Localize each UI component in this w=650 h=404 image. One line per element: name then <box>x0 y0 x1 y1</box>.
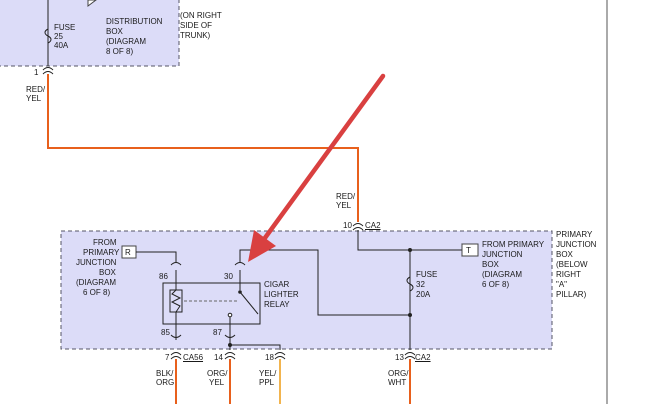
left-source-tag-label: R <box>125 248 131 257</box>
left-source-line-2: PRIMARY <box>83 248 120 257</box>
pin-18-connector <box>274 352 286 356</box>
right-source-line-4: (DIAGRAM <box>482 270 522 279</box>
fuse-32-label: FUSE <box>416 270 438 279</box>
distribution-box <box>0 0 180 67</box>
fuse-25-number: 25 <box>54 32 63 41</box>
left-source-line-5: (DIAGRAM <box>76 278 116 287</box>
ca2-input-connector-label: CA2 <box>365 221 381 230</box>
right-source-line-1: FROM PRIMARY <box>482 240 545 249</box>
side-label-line-6: "A" <box>556 280 568 289</box>
red-yel-wire <box>47 74 359 222</box>
right-source-line-3: BOX <box>482 260 499 269</box>
pin-14-connector-lower <box>224 356 236 360</box>
pin-10-connector <box>352 223 364 227</box>
output-13-wire-line-2: WHT <box>388 378 407 387</box>
fuse-25-amp: 40A <box>54 41 69 50</box>
side-label-line-5: RIGHT <box>556 270 581 279</box>
side-label-line-1: PRIMARY <box>556 230 593 239</box>
relay-pin-30: 30 <box>224 272 233 281</box>
pin-7-connector-lower <box>170 356 182 360</box>
pin-10-label: 10 <box>343 221 352 230</box>
relay-87-junction-dot <box>228 343 232 347</box>
output-7-wire-line-2: ORG <box>156 378 175 387</box>
pin-10-bus <box>357 230 474 251</box>
trunk-line-1: (ON RIGHT <box>180 11 222 20</box>
distribution-box-line-2: BOX <box>106 27 123 36</box>
side-label-line-7: PILLAR) <box>556 290 587 299</box>
relay-87-connector <box>224 334 236 338</box>
trunk-line-2: SIDE OF <box>180 21 213 30</box>
fuse-32-number: 32 <box>416 280 425 289</box>
annotation-arrow-head <box>248 230 276 262</box>
fuse-32-junction-dot <box>408 248 412 252</box>
output-pin-7: 7 <box>165 353 170 362</box>
fuse-32-amp: 20A <box>416 290 431 299</box>
relay-86-connector <box>170 262 182 266</box>
fuse-32-output-dot <box>408 313 412 317</box>
pin-7-connector <box>170 352 182 356</box>
fuse-25-label: FUSE <box>54 23 76 32</box>
relay-coil-zigzag <box>170 289 182 313</box>
left-source-wire <box>136 251 177 262</box>
relay-coil <box>169 289 183 313</box>
distribution-box-line-3: (DIAGRAM <box>106 37 146 46</box>
distribution-box-line-4: 8 OF 8) <box>106 47 134 56</box>
ca2-wire-color-line-2: YEL <box>336 201 352 210</box>
output-14-wire-line-1: ORG/ <box>207 369 228 378</box>
output-pin-14: 14 <box>214 353 223 362</box>
relay-85-connector <box>170 334 182 338</box>
right-source-tag-box <box>461 243 479 257</box>
relay-pin-85: 85 <box>161 328 170 337</box>
output-pin-13: 13 <box>395 353 404 362</box>
side-label-line-4: (BELOW <box>556 260 588 269</box>
relay-switch-arm <box>239 291 259 315</box>
output-connector-ca2: CA2 <box>415 353 431 362</box>
fuse-32-symbol <box>406 276 414 292</box>
right-source-tag-label: T <box>466 246 471 255</box>
trunk-line-3: TRUNK) <box>180 31 211 40</box>
right-source-line-2: JUNCTION <box>482 250 523 259</box>
output-connector-ca56: CA56 <box>183 353 204 362</box>
output-pin-18: 18 <box>265 353 274 362</box>
top-wire-color-line-1: RED/ <box>26 85 46 94</box>
distribution-box-line-1: DISTRIBUTION <box>106 17 163 26</box>
pin-1-connector <box>42 67 54 71</box>
left-source-line-6: 6 OF 8) <box>83 288 111 297</box>
relay-pin-87: 87 <box>213 328 222 337</box>
pin-1-label: 1 <box>34 68 39 77</box>
relay-label-line-3: RELAY <box>264 300 290 309</box>
relay-pin-86: 86 <box>159 272 168 281</box>
pin-13-connector <box>404 352 416 356</box>
output-18-wire-line-2: PPL <box>259 378 275 387</box>
left-source-line-4: BOX <box>99 268 116 277</box>
left-source-line-1: FROM <box>93 238 117 247</box>
relay-30-feed <box>239 249 410 316</box>
output-7-wire-line-1: BLK/ <box>156 369 174 378</box>
ca2-wire-color-line-1: RED/ <box>336 192 356 201</box>
relay-30-connector <box>234 262 246 266</box>
relay-switch-pivot <box>238 290 242 294</box>
pin-1-connector-lower <box>42 71 54 75</box>
top-wire-color-line-2: YEL <box>26 94 42 103</box>
right-source-line-5: 6 OF 8) <box>482 280 510 289</box>
side-label-line-2: JUNCTION <box>556 240 597 249</box>
pin-14-connector <box>224 352 236 356</box>
relay-87-to-pin-18 <box>230 344 281 350</box>
output-13-wire-line-1: ORG/ <box>388 369 409 378</box>
side-label-line-3: BOX <box>556 250 573 259</box>
relay-label-line-1: CIGAR <box>264 280 290 289</box>
pin-10-connector-lower <box>352 227 364 231</box>
left-source-line-3: JUNCTION <box>76 258 117 267</box>
pin-13-connector-lower <box>404 356 416 360</box>
fuse-25-symbol <box>44 28 52 44</box>
dist-box-tag <box>87 0 97 7</box>
output-18-wire-line-1: YEL/ <box>259 369 277 378</box>
relay-label-line-2: LIGHTER <box>264 290 299 299</box>
relay-contact-dot <box>227 312 233 318</box>
pin-18-connector-lower <box>274 356 286 360</box>
output-14-wire-line-2: YEL <box>209 378 225 387</box>
annotation-arrow-shaft <box>259 73 386 245</box>
